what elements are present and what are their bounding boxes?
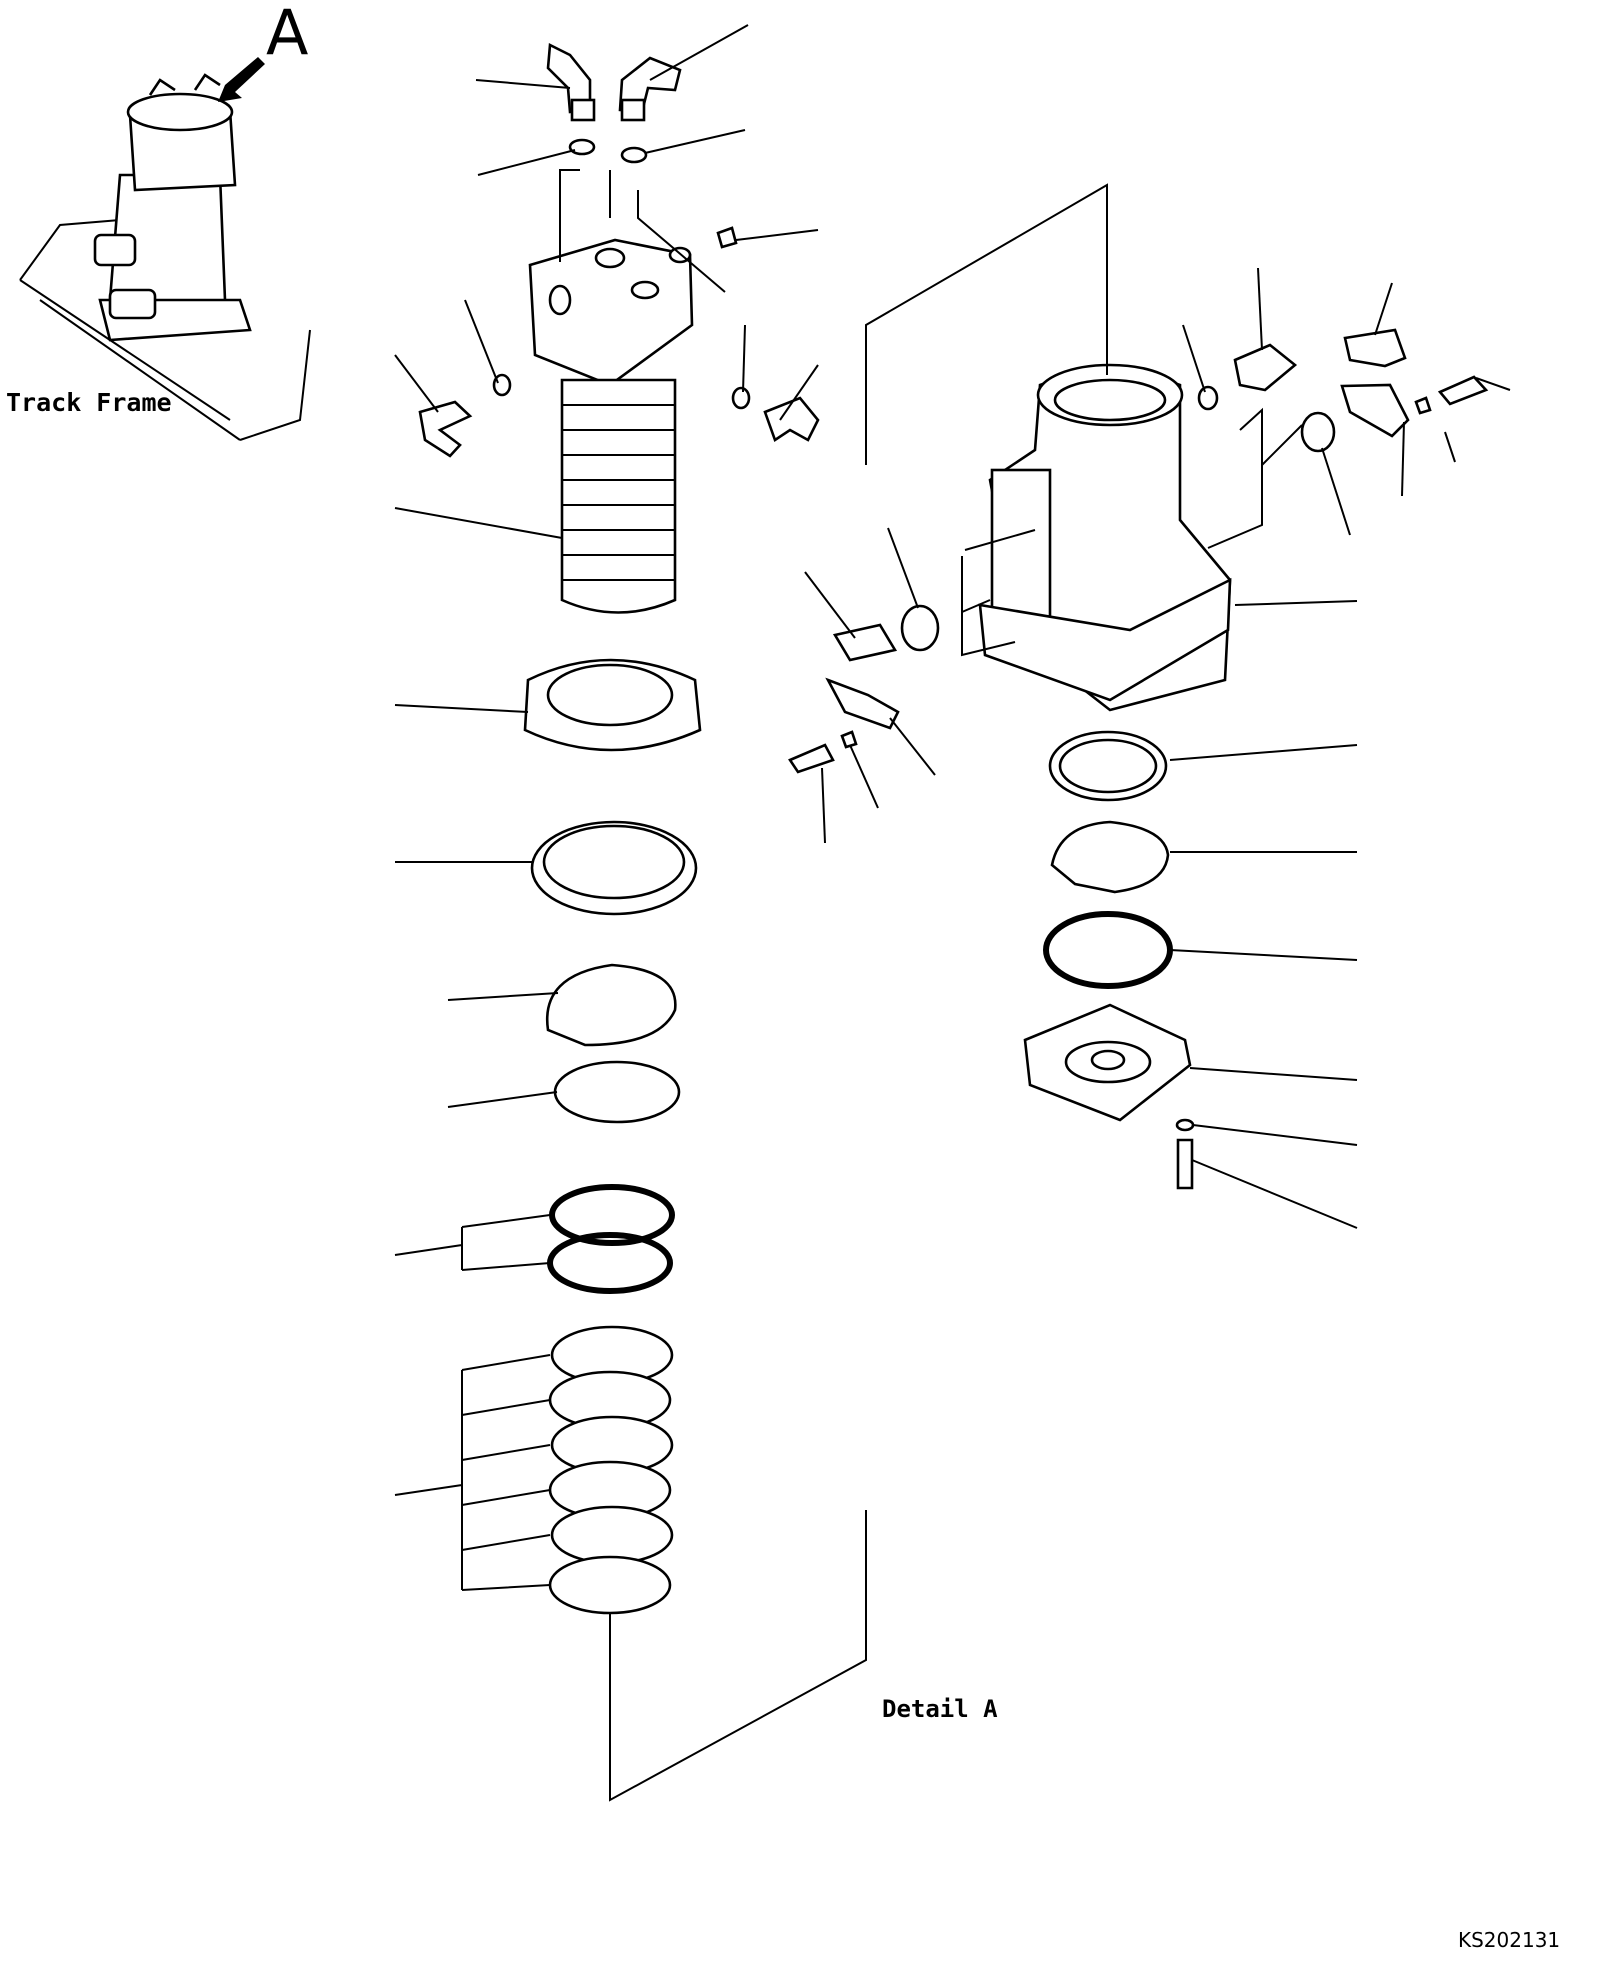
o-ring-side-right — [731, 386, 751, 410]
snap-ring-right — [1050, 820, 1170, 894]
ring-large — [530, 820, 698, 916]
detail-label: Detail A — [882, 1695, 998, 1723]
plug-small — [716, 226, 738, 249]
track-frame-inset — [19, 73, 311, 441]
spacer-disc — [1300, 411, 1336, 453]
swivel-rotor — [528, 238, 694, 614]
elbow-fitting-side-left — [418, 400, 473, 458]
slipper-seal-stack — [548, 1325, 674, 1615]
snap-ring-left — [545, 963, 677, 1047]
end-cover — [1023, 1003, 1192, 1122]
bolt-left — [788, 743, 835, 774]
o-ring-top-left — [568, 138, 596, 156]
leader-lines — [394, 24, 1511, 1802]
swivel-housing — [978, 363, 1232, 712]
split-flange-upper-left — [832, 623, 898, 662]
o-ring-side-left — [492, 373, 512, 397]
cap-disc — [900, 604, 940, 652]
figure-code: KS202131 — [1458, 1928, 1561, 1952]
split-flange-lower-right — [1340, 383, 1410, 438]
backup-ring-left — [553, 1060, 681, 1124]
split-flange-lower-left — [825, 677, 900, 730]
cover-seal-stack — [523, 658, 702, 752]
washer-right — [1414, 396, 1432, 415]
o-ring-top-right — [620, 146, 648, 164]
elbow-fitting-side-right — [763, 396, 820, 443]
o-ring-right-bold — [1043, 911, 1173, 989]
bolt-right — [1437, 375, 1489, 406]
track-frame-label: Track Frame — [6, 388, 172, 417]
o-ring-housing — [1197, 385, 1219, 411]
bolt-cover — [1176, 1138, 1194, 1190]
view-arrow-icon — [218, 57, 265, 102]
split-flange-upper-right — [1343, 328, 1407, 368]
view-marker-label: A — [266, 0, 309, 69]
elbow-fitting-left — [546, 42, 596, 122]
elbow-fitting-housing — [1233, 343, 1298, 392]
washer-left — [840, 730, 858, 749]
o-ring-pair-1 — [549, 1184, 675, 1246]
ring-right — [1048, 730, 1168, 802]
washer-cover — [1175, 1118, 1195, 1132]
